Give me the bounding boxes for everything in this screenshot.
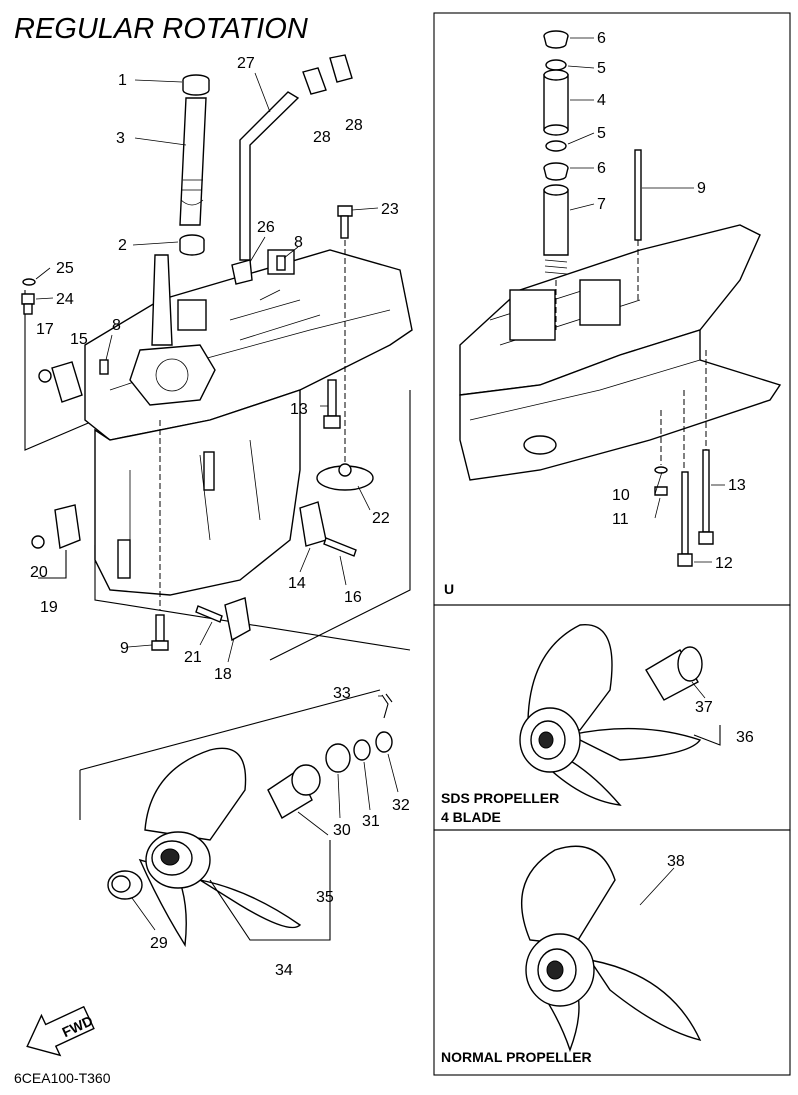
callout-15: 15 <box>70 331 88 348</box>
callout-r6b: 6 <box>597 160 606 177</box>
callout-3: 3 <box>116 130 125 147</box>
callout-8b: 8 <box>112 317 121 334</box>
part-19-20-bracket <box>31 504 81 579</box>
callout-35: 35 <box>316 889 334 906</box>
callout-r5a: 5 <box>597 60 606 77</box>
fwd-arrow-icon: FWD <box>26 1005 95 1057</box>
callout-r13: 13 <box>728 477 746 494</box>
panel-upper-unit-label: U <box>444 581 454 597</box>
callout-r5b: 5 <box>597 125 606 142</box>
callout-13a: 13 <box>290 401 308 418</box>
callout-27: 27 <box>237 55 255 72</box>
callout-38: 38 <box>667 853 685 870</box>
lower-case <box>84 249 413 596</box>
callout-33: 33 <box>333 685 351 702</box>
callout-31: 31 <box>362 813 380 830</box>
callout-19: 19 <box>40 599 58 616</box>
part-23-bolt <box>337 205 353 239</box>
callout-37: 37 <box>695 699 713 716</box>
propeller-lower-left <box>138 747 302 948</box>
panel-sds-label-line2: 4 BLADE <box>441 809 501 825</box>
leader-lines <box>35 37 725 931</box>
part-26-fitting <box>231 259 253 285</box>
callout-9a: 9 <box>120 640 129 657</box>
part-13-bolt-right <box>677 449 714 567</box>
callout-16: 16 <box>344 589 362 606</box>
bracket-34 <box>209 840 331 941</box>
part-10-11-washer-nut <box>654 466 668 496</box>
part-7-sleeve <box>543 184 569 275</box>
panel-normal-label: NORMAL PROPELLER <box>441 1049 592 1065</box>
callout-14: 14 <box>288 575 306 592</box>
part-28-rubber-mounts <box>302 54 353 95</box>
callout-36: 36 <box>736 729 754 746</box>
propeller-sds <box>519 624 721 806</box>
part-9-stud <box>634 149 642 241</box>
part-2-grommet <box>179 234 205 256</box>
panel-normal-propeller <box>433 829 791 1076</box>
part-5-bushing-bottom <box>545 140 567 152</box>
callout-34: 34 <box>275 962 293 979</box>
callout-29: 29 <box>150 935 168 952</box>
callout-r7: 7 <box>597 196 606 213</box>
callout-23: 23 <box>381 201 399 218</box>
part-22-anode <box>316 463 374 491</box>
part-14-16-trim-tab <box>299 501 357 557</box>
propeller-normal <box>521 845 702 1053</box>
callout-30: 30 <box>333 822 351 839</box>
callout-r9: 9 <box>697 180 706 197</box>
callouts-left: 1 3 2 27 28 28 26 8 23 25 24 8 17 15 13 … <box>30 55 410 979</box>
callout-r10: 10 <box>612 487 630 504</box>
part-8-dowel-pins <box>99 255 286 375</box>
callout-21: 21 <box>184 649 202 666</box>
lower-case-frame <box>24 290 411 820</box>
part-30-spacer <box>325 743 351 773</box>
callout-17: 17 <box>36 321 54 338</box>
callout-25: 25 <box>56 260 74 277</box>
part-35-bushing <box>267 764 321 819</box>
part-6-seal-top <box>543 30 569 49</box>
part-18-21-cover-bolt <box>195 597 251 642</box>
callout-1: 1 <box>118 72 127 89</box>
upper-dashed-guides <box>159 240 707 610</box>
part-13-bolt <box>323 379 341 429</box>
callout-r11: 11 <box>612 511 629 528</box>
callout-20: 20 <box>30 564 48 581</box>
callout-22: 22 <box>372 510 390 527</box>
part-5-bushing-top <box>545 59 567 71</box>
callout-28a: 28 <box>313 129 331 146</box>
callouts-right: 6 5 4 5 6 7 9 13 10 11 12 37 36 38 <box>597 30 754 870</box>
part-15-17-cover <box>38 361 83 403</box>
callout-8a: 8 <box>294 234 303 251</box>
part-1-grommet <box>182 74 210 96</box>
upper-case <box>459 224 782 481</box>
part-4-housing <box>543 69 569 136</box>
part-31-washer <box>353 739 371 761</box>
part-33-cotter-pin <box>381 693 393 719</box>
part-6-seal-bottom <box>543 162 569 181</box>
callout-r12: 12 <box>715 555 733 572</box>
part-9-bolt <box>151 614 169 651</box>
part-29-spacer <box>107 870 143 900</box>
diagram-code: 6CEA100-T360 <box>14 1070 111 1086</box>
callout-28b: 28 <box>345 117 363 134</box>
part-24-25-plug <box>21 278 36 315</box>
callout-r4: 4 <box>597 92 606 109</box>
callout-26: 26 <box>257 219 275 236</box>
callout-18: 18 <box>214 666 232 683</box>
callout-2: 2 <box>118 237 127 254</box>
diagram-title: REGULAR ROTATION <box>14 13 308 45</box>
part-32-nut <box>375 731 393 753</box>
callout-32: 32 <box>392 797 410 814</box>
callout-24: 24 <box>56 291 74 308</box>
callout-r6a: 6 <box>597 30 606 47</box>
part-3-water-tube <box>179 97 207 226</box>
panel-sds-label-line1: SDS PROPELLER <box>441 790 559 806</box>
